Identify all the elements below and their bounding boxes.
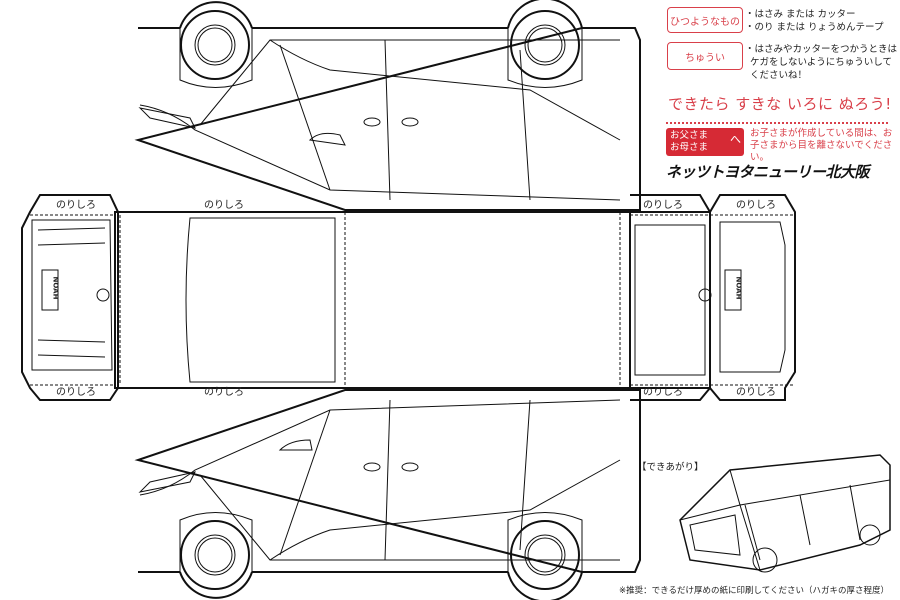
parents-label-line2: お母さま [670, 142, 709, 153]
top-side-panel [134, 0, 641, 211]
top-wheels [180, 10, 580, 80]
needed-items-label: ひつようなもの [667, 7, 743, 33]
dealer-logo: ネッツトヨタニューリー北大阪 [666, 163, 870, 181]
needed-item: ・のり または りょうめんテープ [745, 22, 884, 33]
parents-warning: お子さまが作成している間は、お子さまから目を離さないでください。 [750, 128, 893, 163]
parents-label-suffix: へ [730, 133, 741, 146]
glue-tab-label: のりしろ [643, 200, 683, 211]
dotted-divider [666, 122, 888, 124]
slogan: できたら すきな いろに ぬろう! [668, 95, 892, 113]
caution-text: くださいね！ [750, 70, 808, 81]
glue-tab-label: のりしろ [643, 387, 683, 398]
glue-tab-label: のりしろ [204, 200, 244, 211]
parents-label: お父さま お母さま へ [666, 128, 744, 156]
caution-text: ・はさみやカッターをつかうときは [745, 44, 898, 55]
glue-tab-label: のりしろ [56, 200, 96, 211]
needed-item: ・はさみ または カッター [745, 9, 856, 20]
rear-badge: NOAH [734, 276, 743, 300]
bottom-side-panel [134, 389, 641, 600]
caution-label: ちゅうい [667, 42, 743, 70]
front-panel [21, 194, 119, 401]
front-badge: NOAH [51, 276, 60, 300]
glue-tab-label: のりしろ [204, 387, 244, 398]
finished-label: 【できあがり】 [637, 462, 704, 473]
parents-label-line1: お父さま [670, 130, 709, 141]
glue-tab-label: のりしろ [736, 387, 776, 398]
glue-tab-label: のりしろ [56, 387, 96, 398]
finished-car-illustration [679, 454, 891, 573]
glue-tab-label: のりしろ [736, 200, 776, 211]
rear-panels [630, 194, 796, 401]
caution-text: ケガをしないようにちゅういして [750, 57, 893, 68]
footnote: ※推奨：できるだけ厚めの紙に印刷してください（ハガキの厚さ程度） [619, 586, 889, 596]
roof-strip [114, 211, 631, 389]
